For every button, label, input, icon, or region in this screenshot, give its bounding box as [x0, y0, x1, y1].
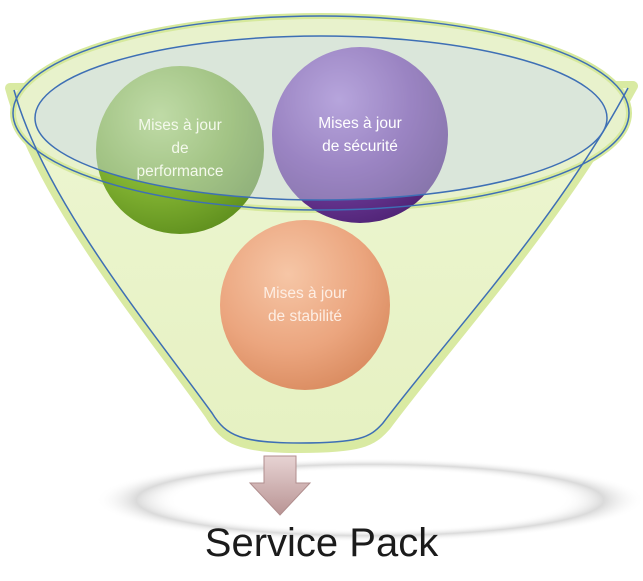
circle-stability — [220, 220, 390, 390]
inner-highlight-ellipse — [34, 35, 608, 201]
label-performance-updates: Mises à jour de performance — [136, 116, 224, 180]
circle-performance — [96, 66, 264, 234]
base-shadow-ring — [95, 458, 643, 542]
down-arrow-icon — [248, 455, 312, 516]
label-security-updates: Mises à jour de sécurité — [318, 115, 402, 155]
output-title: Service Pack — [204, 521, 439, 565]
funnel-rim-outline — [12, 15, 630, 211]
funnel-outline — [13, 87, 629, 444]
circle-security — [272, 47, 448, 223]
label-stability-updates: Mises à jour de stabilité — [263, 285, 347, 325]
